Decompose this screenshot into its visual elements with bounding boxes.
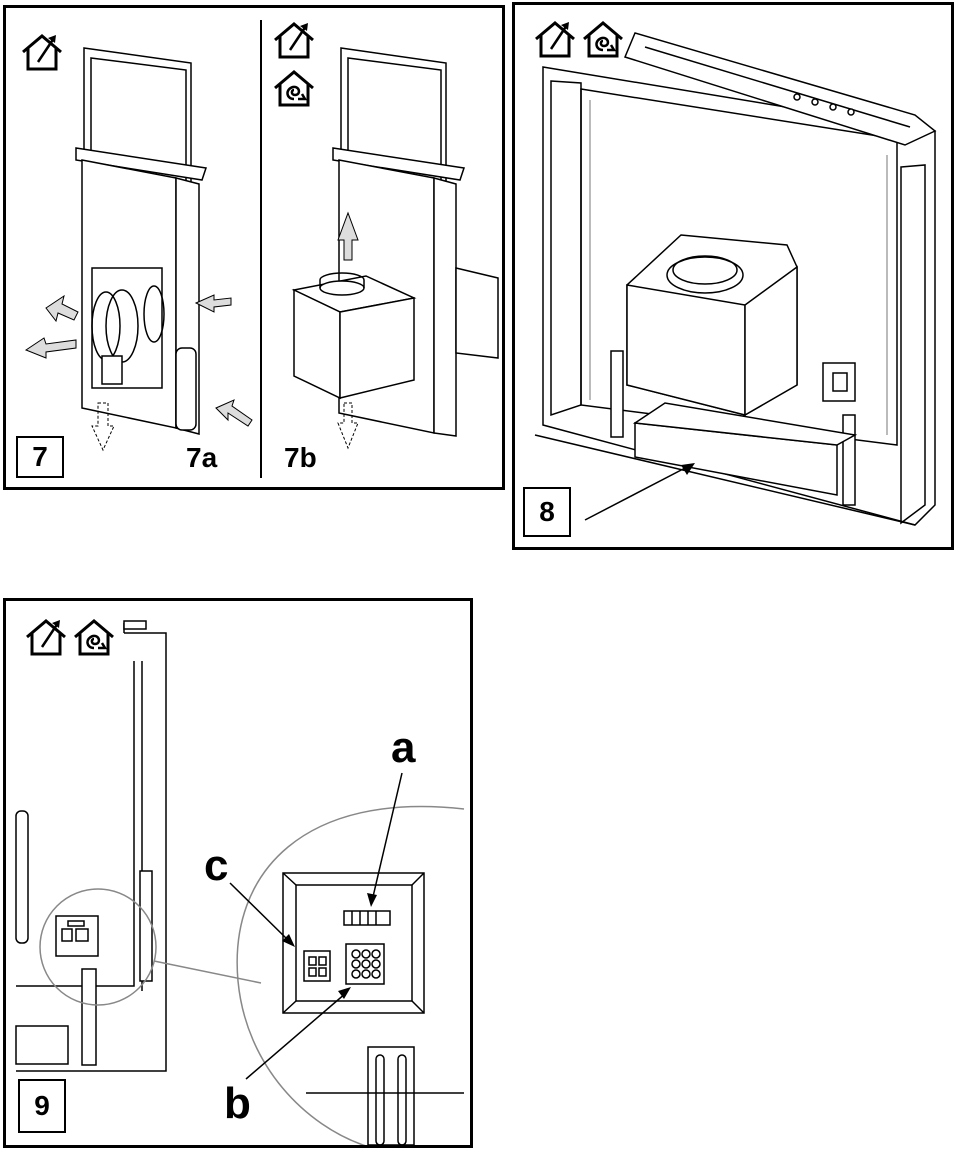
ducted-extraction-icon bbox=[533, 19, 577, 59]
figure-8-number: 8 bbox=[523, 487, 571, 537]
recirculating-icon bbox=[581, 19, 625, 59]
recirculating-icon bbox=[72, 617, 116, 657]
callout-label-c: c bbox=[204, 841, 229, 890]
figure-9-panel: a c b 9 bbox=[3, 598, 473, 1148]
subfigure-7a-label: 7a bbox=[186, 442, 218, 473]
figure-7-number: 7 bbox=[16, 436, 64, 478]
figure-8-drawing bbox=[534, 32, 937, 526]
recirculating-icon bbox=[272, 68, 316, 108]
figure-7-panel: 7 7a 7b bbox=[3, 5, 505, 490]
figure-7-drawing bbox=[24, 20, 499, 478]
figure-9-number: 9 bbox=[18, 1079, 66, 1133]
figure-9-drawing bbox=[15, 620, 465, 1145]
callout-label-b: b bbox=[224, 1079, 251, 1128]
subfigure-7b-label: 7b bbox=[284, 442, 317, 473]
callout-label-a: a bbox=[391, 723, 416, 772]
ducted-extraction-icon bbox=[20, 32, 64, 72]
figure-8-panel: 8 bbox=[512, 2, 954, 550]
ducted-extraction-icon bbox=[24, 617, 68, 657]
ducted-extraction-icon bbox=[272, 20, 316, 60]
